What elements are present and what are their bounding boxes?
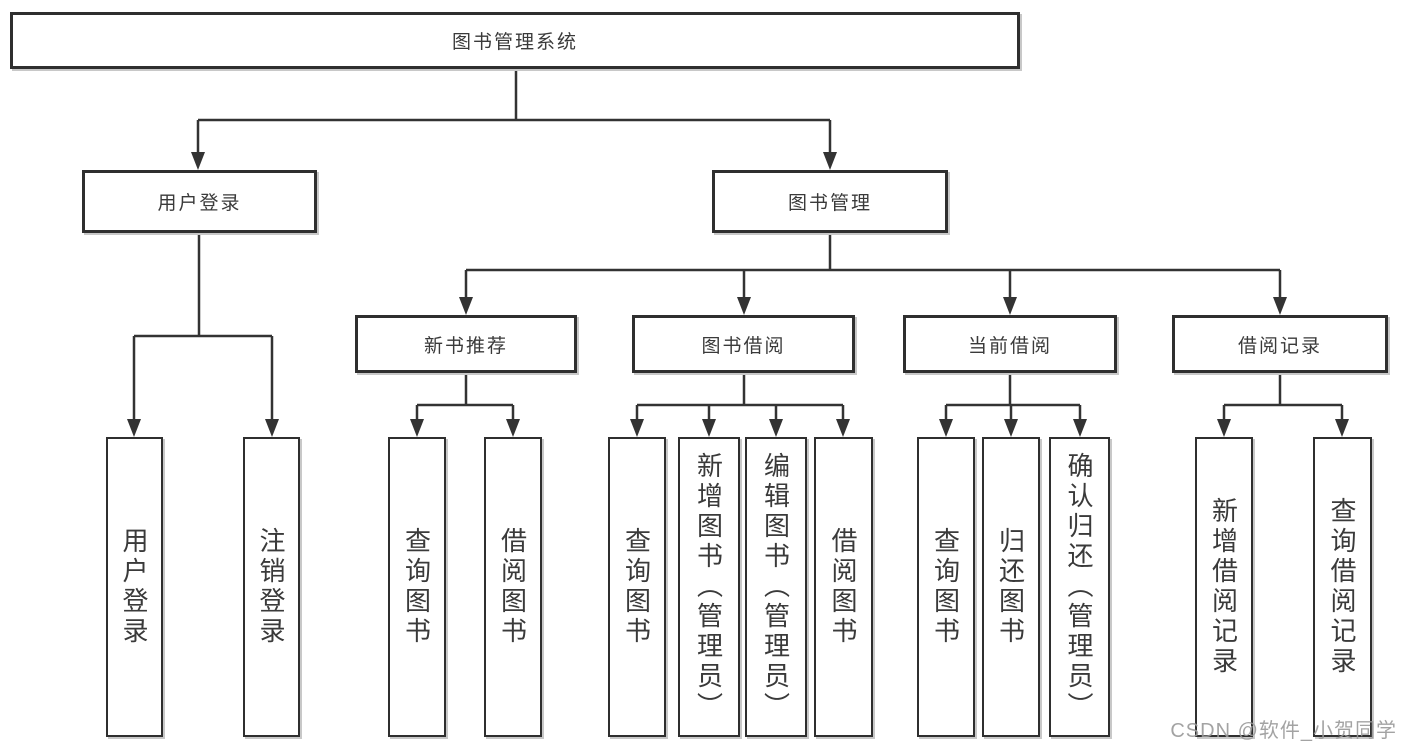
leaf-add-borrow-record: 新增借阅记录 <box>1195 437 1253 737</box>
leaf-edit-books-admin: 编辑图书（管理员） <box>745 437 807 737</box>
connector-borrow-records-children <box>1217 373 1349 437</box>
node-current-borrow: 当前借阅 <box>903 315 1117 373</box>
leaf-add-books-admin: 新增图书（管理员） <box>678 437 740 737</box>
connector-current-borrow-children <box>939 373 1087 437</box>
leaf-logout-login: 注销登录 <box>243 437 300 737</box>
leaf-query-books-current: 查询图书 <box>917 437 975 737</box>
connector-root-to-level2 <box>191 69 837 170</box>
node-root: 图书管理系统 <box>10 12 1020 69</box>
connector-book-borrow-children <box>630 373 850 437</box>
leaf-query-books-borrow: 查询图书 <box>608 437 666 737</box>
leaf-query-books-recommend: 查询图书 <box>388 437 446 737</box>
node-borrow-records: 借阅记录 <box>1172 315 1388 373</box>
watermark: CSDN @软件_小贺同学 <box>1170 720 1397 742</box>
connector-new-book-recommend-children <box>410 373 520 437</box>
leaf-borrow-books: 借阅图书 <box>814 437 873 737</box>
connector-book-management-children <box>459 233 1287 315</box>
leaf-return-books: 归还图书 <box>982 437 1040 737</box>
leaf-confirm-return-admin: 确认归还（管理员） <box>1049 437 1110 737</box>
node-book-borrow: 图书借阅 <box>632 315 855 373</box>
node-user-login: 用户登录 <box>82 170 317 233</box>
leaf-user-login: 用户登录 <box>106 437 163 737</box>
node-new-book-recommend: 新书推荐 <box>355 315 577 373</box>
leaf-borrow-books-recommend: 借阅图书 <box>484 437 542 737</box>
node-book-management: 图书管理 <box>712 170 948 233</box>
leaf-query-borrow-record: 查询借阅记录 <box>1313 437 1372 737</box>
connector-user-login-children <box>127 233 279 437</box>
